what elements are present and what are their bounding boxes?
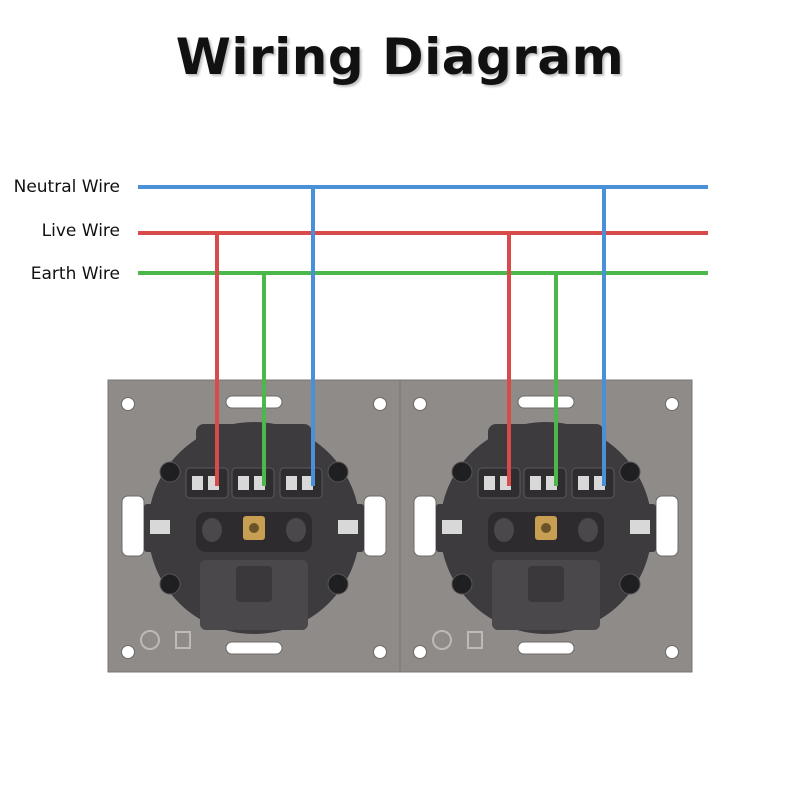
earth-wire-label: Earth Wire — [30, 264, 120, 284]
side-cutout-right — [655, 495, 679, 557]
recycle-icon — [140, 630, 160, 650]
terminal-screw — [302, 476, 313, 490]
claw-screw — [451, 573, 473, 595]
earth-clip-screw — [630, 520, 650, 534]
claw-screw — [159, 573, 181, 595]
top-slot — [517, 395, 575, 409]
side-cutout-left — [413, 495, 437, 557]
claw-screw — [159, 461, 181, 483]
neutral-wire-label: Neutral Wire — [13, 177, 120, 197]
terminal-screw — [238, 476, 249, 490]
claw-screw — [619, 461, 641, 483]
socket-bottom-tab — [528, 566, 564, 602]
socket-top-block — [488, 424, 604, 464]
n-terminal — [286, 518, 306, 542]
terminal-screw — [546, 476, 557, 490]
terminal-screw — [484, 476, 495, 490]
recycle-icon — [432, 630, 452, 650]
claw-screw — [327, 573, 349, 595]
terminal-screw — [192, 476, 203, 490]
socket-top-block — [196, 424, 312, 464]
earth-clip-screw — [338, 520, 358, 534]
top-slot — [225, 395, 283, 409]
plate-hole — [373, 397, 387, 411]
n-terminal — [578, 518, 598, 542]
socket-right — [399, 379, 693, 673]
side-cutout-right — [363, 495, 387, 557]
plate-hole — [413, 645, 427, 659]
terminal-screw — [254, 476, 265, 490]
plate-hole — [373, 645, 387, 659]
terminal-screw — [286, 476, 297, 490]
claw-screw — [451, 461, 473, 483]
terminal-screw — [594, 476, 605, 490]
terminal-screw — [208, 476, 219, 490]
side-cutout-left — [121, 495, 145, 557]
center-screw-head — [541, 523, 551, 533]
live-wire-label: Live Wire — [41, 221, 120, 241]
plate-hole — [665, 645, 679, 659]
diagram-title: Wiring Diagram — [175, 28, 625, 86]
claw-screw — [327, 461, 349, 483]
earth-clip-screw — [442, 520, 462, 534]
center-screw-head — [249, 523, 259, 533]
bottom-slot — [517, 641, 575, 655]
plate-hole — [121, 397, 135, 411]
plate-hole — [413, 397, 427, 411]
plate-hole — [665, 397, 679, 411]
earth-clip-screw — [150, 520, 170, 534]
terminal-screw — [530, 476, 541, 490]
terminal-screw — [578, 476, 589, 490]
socket-left — [107, 379, 401, 673]
bin-icon — [467, 631, 483, 649]
bin-icon — [175, 631, 191, 649]
l-terminal — [494, 518, 514, 542]
plate-hole — [121, 645, 135, 659]
bottom-slot — [225, 641, 283, 655]
claw-screw — [619, 573, 641, 595]
l-terminal — [202, 518, 222, 542]
socket-bottom-tab — [236, 566, 272, 602]
terminal-screw — [500, 476, 511, 490]
